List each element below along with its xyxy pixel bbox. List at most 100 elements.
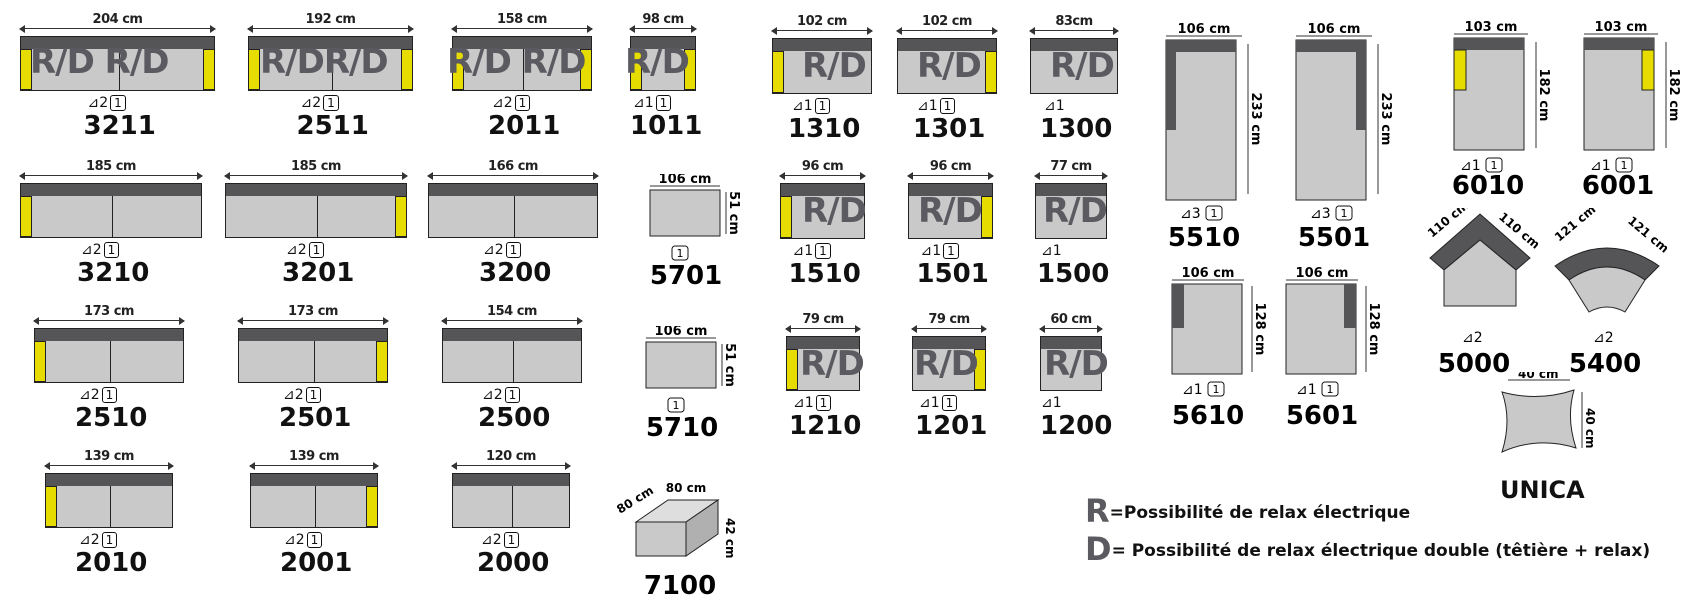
width-dimension: 102 cm xyxy=(771,14,873,35)
pillow-icon: 1 xyxy=(514,95,531,111)
sofa-body xyxy=(897,38,997,94)
seat-icon: ⊿ xyxy=(917,98,929,114)
armrest-right xyxy=(985,51,997,93)
sofa-body xyxy=(452,36,592,91)
module-code: 1301 xyxy=(913,114,986,144)
seat-icon: ⊿ xyxy=(633,95,645,111)
backrest xyxy=(46,474,172,486)
width-dimension: 79 cm xyxy=(911,312,987,333)
corner-seat xyxy=(1443,239,1517,307)
seat-icon: ⊿ xyxy=(1041,243,1053,259)
seat-icon: ⊿ xyxy=(483,242,495,258)
width-label: 102 cm xyxy=(797,14,847,29)
side-back xyxy=(1356,40,1366,130)
relax-label: R/D xyxy=(917,46,982,86)
pillow-icon: 1 xyxy=(101,387,118,403)
width-label: 166 cm xyxy=(488,159,538,174)
footstool xyxy=(645,341,717,389)
seat-count: 2 xyxy=(493,387,503,403)
armrest xyxy=(1641,49,1655,91)
armrest-right xyxy=(684,49,696,90)
width-label: 79 cm xyxy=(802,312,844,327)
side-back xyxy=(1172,284,1184,328)
sofa-body xyxy=(630,36,696,91)
width-label: 139 cm xyxy=(289,449,339,464)
seat-icon: ⊿ xyxy=(284,532,296,548)
width-dimension: 204 cm xyxy=(19,12,216,33)
module-code: 1200 xyxy=(1040,411,1113,441)
legend-d: D= Possibilité de relax électrique doubl… xyxy=(1085,530,1650,568)
backrest xyxy=(453,474,569,486)
width-label: 158 cm xyxy=(497,12,547,27)
side-back xyxy=(1344,284,1356,328)
curved-seat xyxy=(1568,266,1646,313)
pillow-icon: 1 xyxy=(504,387,521,403)
armrest-right xyxy=(203,49,215,90)
module-code: 5610 xyxy=(1172,401,1244,431)
sofa-body xyxy=(20,183,202,238)
width-label: 106 cm xyxy=(655,326,708,339)
unica-width-text: 40 cm xyxy=(1518,372,1559,381)
relax-label: R/D xyxy=(625,42,690,82)
seat-icon: ⊿ xyxy=(920,243,933,259)
module-code: 5000 xyxy=(1438,349,1510,378)
width-dimension: 166 cm xyxy=(427,159,599,180)
width-label: 154 cm xyxy=(487,304,537,319)
sofa-body xyxy=(34,328,184,383)
seat-count: 2 xyxy=(295,532,305,548)
armrest-right xyxy=(974,349,986,390)
module-code: 3200 xyxy=(479,258,552,288)
width-label: 173 cm xyxy=(288,304,338,319)
width-label: 102 cm xyxy=(922,14,972,29)
unica-label: UNICA xyxy=(1500,476,1585,504)
relax-label: R/D xyxy=(914,344,979,384)
seat-count: 2 xyxy=(92,242,102,258)
backrest xyxy=(898,39,996,51)
width-dimension: 185 cm xyxy=(19,159,203,180)
armrest-left xyxy=(20,196,32,237)
seat-count: 1 xyxy=(1052,243,1062,259)
width-label: 106 cm xyxy=(659,174,712,187)
sofa-body xyxy=(452,473,570,528)
seat-count: 2 xyxy=(294,387,304,403)
width-label: 139 cm xyxy=(84,449,134,464)
seat-icon: ⊿ xyxy=(793,395,805,411)
module-code: 2001 xyxy=(280,548,353,578)
width-dimension: 96 cm xyxy=(779,159,866,180)
seat-count: 2 xyxy=(90,387,100,403)
sofa-body xyxy=(780,183,865,239)
seat-icon: ⊿ xyxy=(283,387,295,403)
armrest-right xyxy=(580,49,592,90)
width-label: 173 cm xyxy=(84,304,134,319)
seat-icon: ⊿2 xyxy=(1593,330,1614,346)
pillow-count: 1 xyxy=(1327,383,1334,396)
legend-r-text: =Possibilité de relax électrique xyxy=(1109,503,1411,523)
backrest xyxy=(781,184,864,196)
pillow-icon: 1 xyxy=(814,98,831,114)
relax-label: R/D xyxy=(918,191,983,231)
pillow-icon: 1 xyxy=(306,532,323,548)
width-label: 106 cm xyxy=(1308,22,1361,37)
relax-label: R/D xyxy=(802,191,867,231)
sofa-body xyxy=(442,328,582,383)
armrest-right xyxy=(981,196,993,238)
chaise-body xyxy=(1165,39,1237,201)
pillow-icon: 1 xyxy=(103,242,120,258)
